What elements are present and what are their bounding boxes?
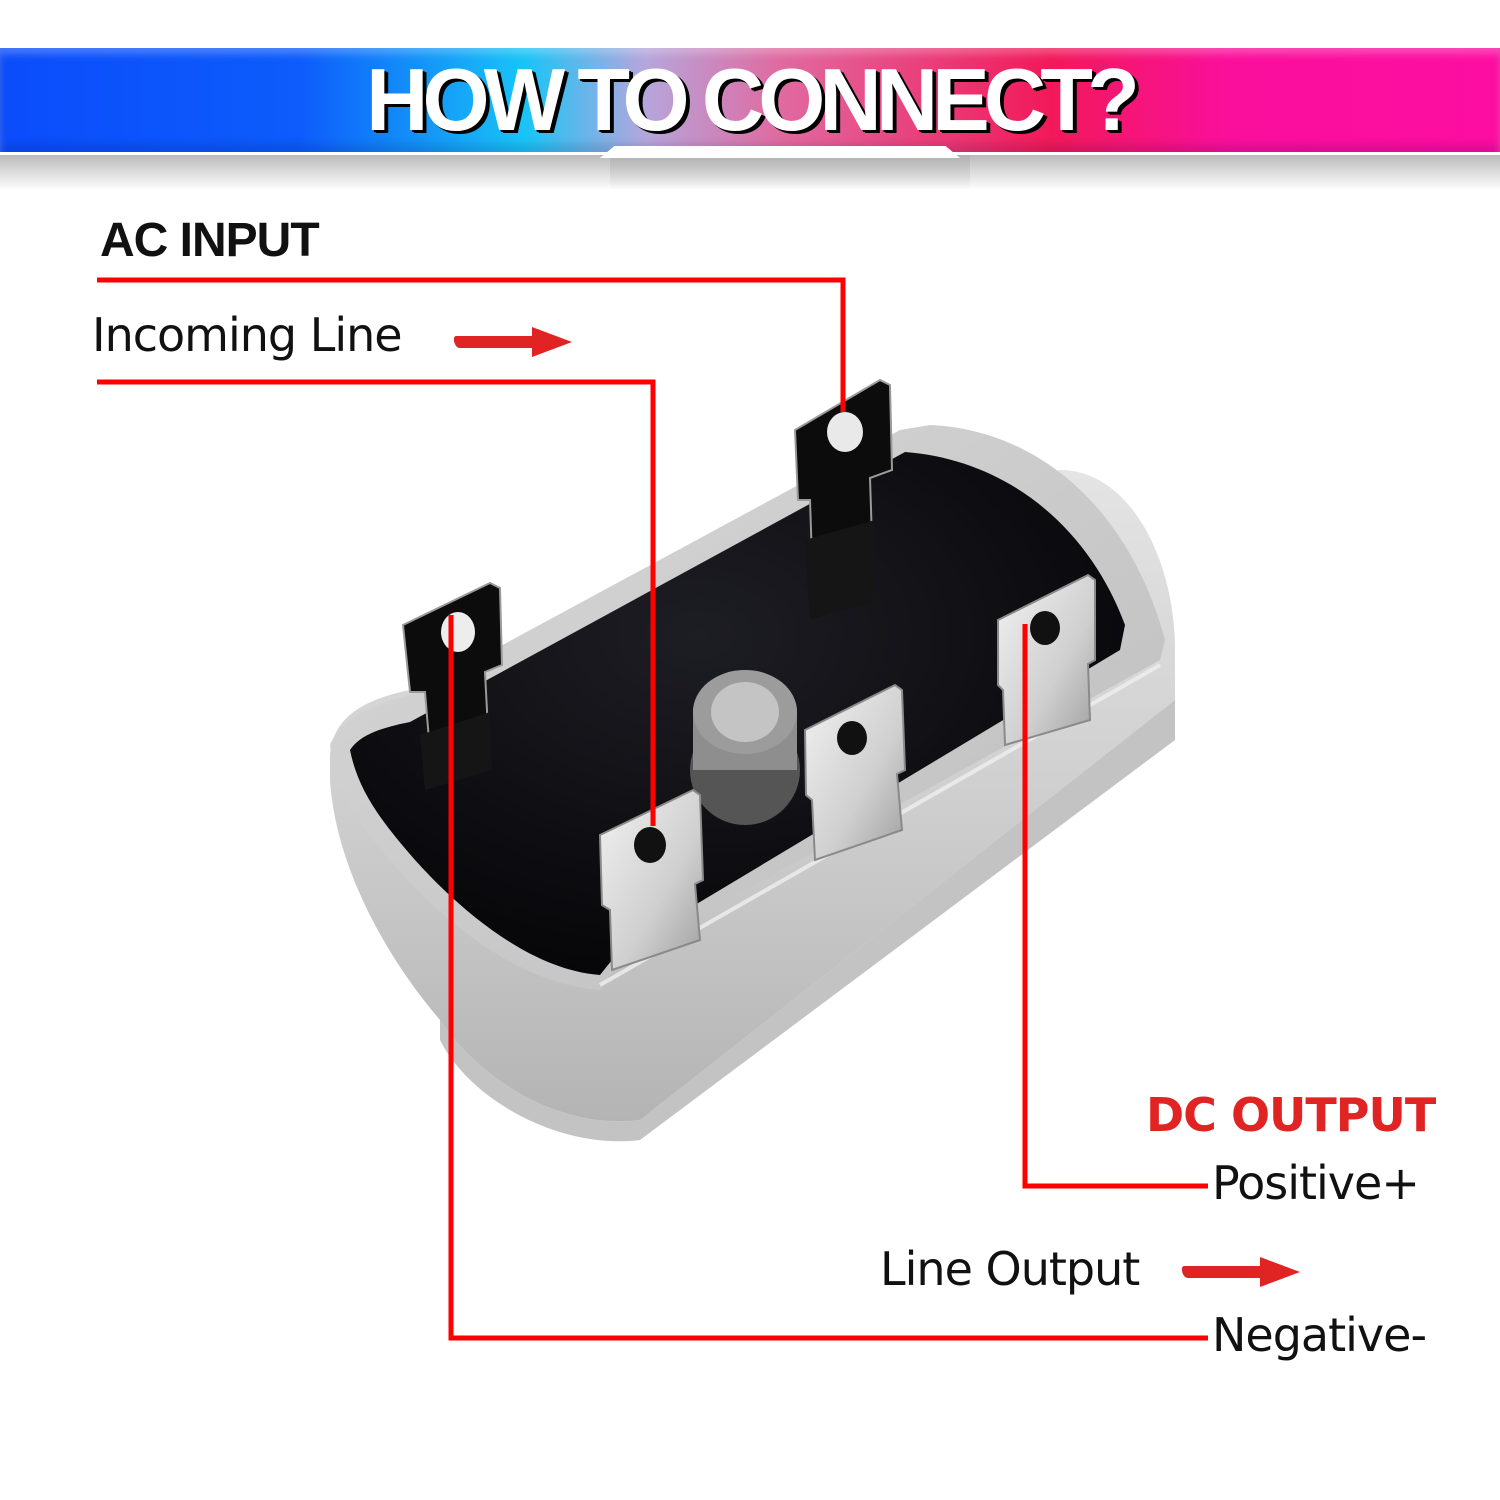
negative-label: Negative-	[1212, 1308, 1427, 1362]
mounting-hole	[690, 670, 800, 825]
page-title: HOW TO CONNECT?	[366, 50, 1140, 149]
positive-label: Positive+	[1212, 1156, 1420, 1210]
terminal-ac-input-1	[793, 378, 894, 620]
banner-tab	[600, 146, 960, 158]
dc-output-heading: DC OUTPUT	[1146, 1088, 1436, 1142]
arrow-right-icon	[453, 327, 572, 357]
incoming-line-label: Incoming Line	[92, 308, 403, 362]
ac-input-heading: AC INPUT	[100, 214, 320, 267]
arrow-right-icon	[1181, 1257, 1300, 1287]
line-output-label: Line Output	[880, 1242, 1140, 1296]
title-banner	[0, 48, 1500, 155]
